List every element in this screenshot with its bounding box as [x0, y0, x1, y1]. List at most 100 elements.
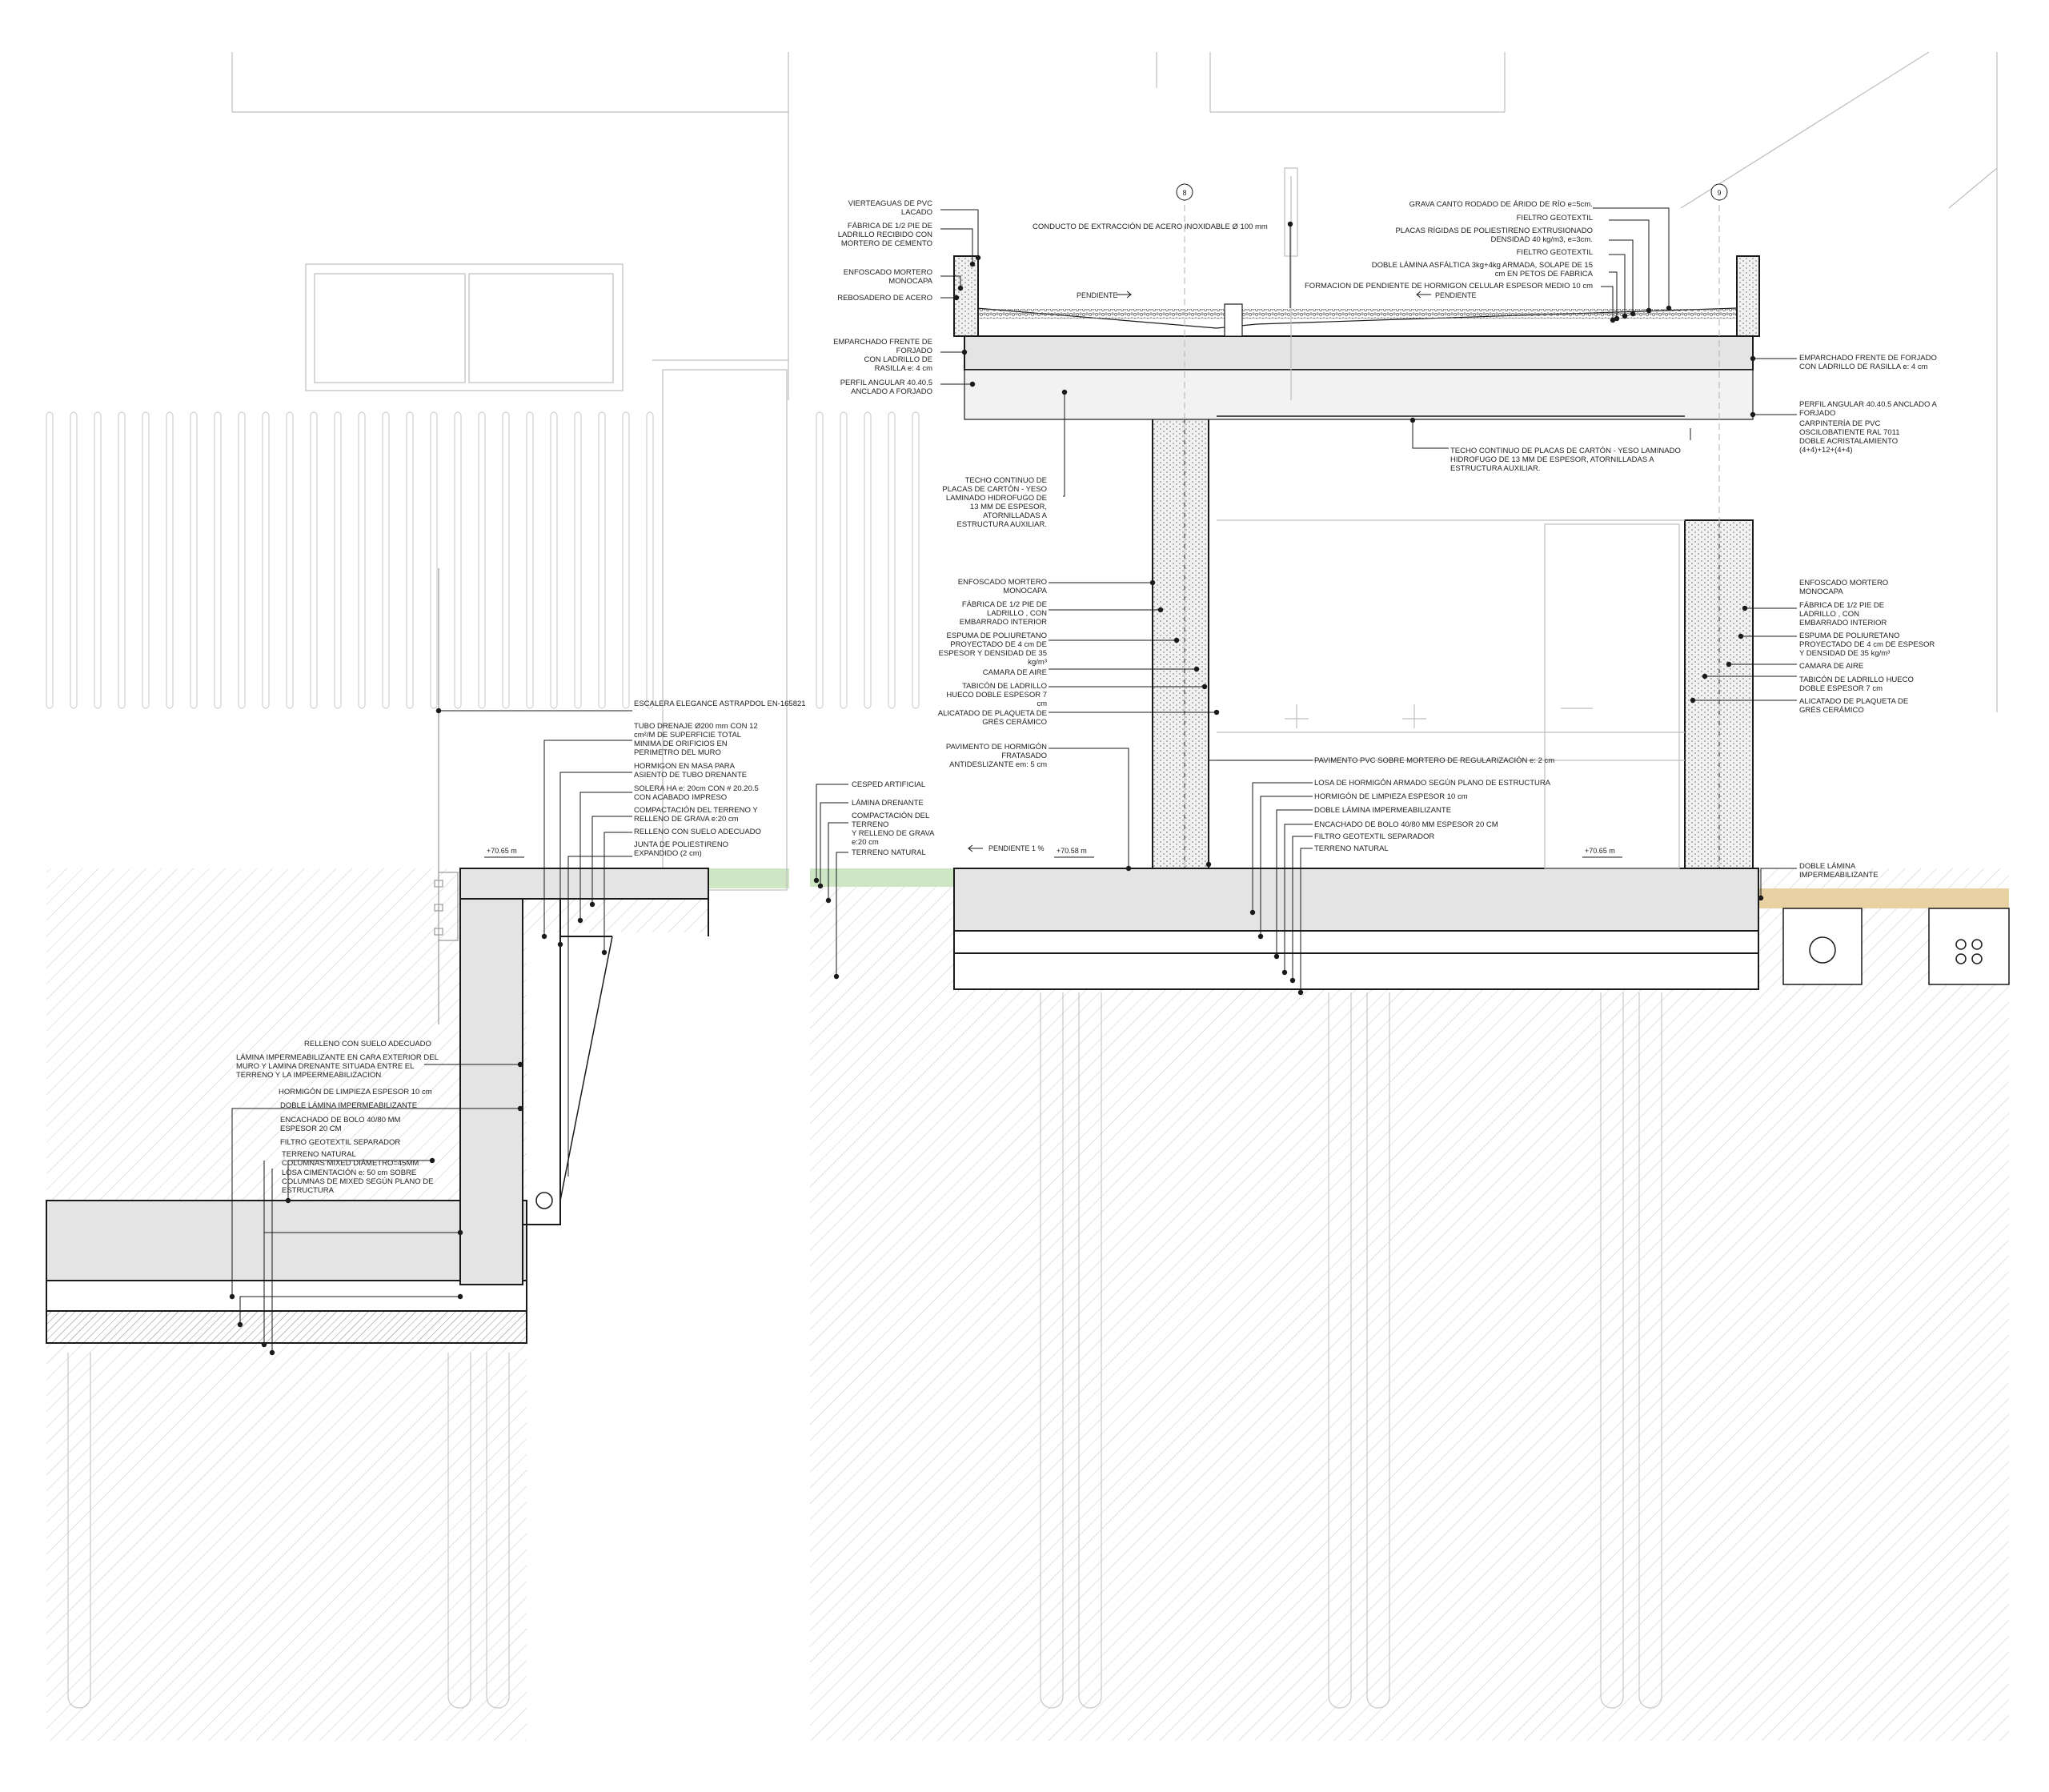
fence-slats: [46, 411, 920, 709]
svg-text:IMPERMEABILIZANTE: IMPERMEABILIZANTE: [1799, 871, 1879, 880]
svg-text:PERFIL ANGULAR 40.40.5 ANCLADO: PERFIL ANGULAR 40.40.5 ANCLADO A: [1799, 400, 1937, 409]
svg-text:GRÉS CERÁMICO: GRÉS CERÁMICO: [1799, 706, 1864, 715]
svg-text:MONOCAPA: MONOCAPA: [888, 277, 932, 286]
svg-text:DOBLE LÁMINA: DOBLE LÁMINA: [1799, 862, 1856, 871]
retaining-wall-section: [46, 868, 709, 1344]
svg-text:CON LADRILLO DE: CON LADRILLO DE: [864, 355, 932, 364]
svg-text:TABICÓN DE LADRILLO: TABICÓN DE LADRILLO: [962, 682, 1047, 691]
svg-text:LADRILLO , CON: LADRILLO , CON: [1799, 610, 1859, 619]
svg-text:ESCALERA ELEGANCE ASTRAPDOL EN: ESCALERA ELEGANCE ASTRAPDOL EN-165821: [634, 700, 806, 708]
svg-text:PERIMETRO DEL MURO: PERIMETRO DEL MURO: [634, 748, 721, 757]
svg-text:CONDUCTO DE EXTRACCIÓN DE ACER: CONDUCTO DE EXTRACCIÓN DE ACERO INOXIDAB…: [1033, 222, 1268, 231]
labels-ceiling-right: TECHO CONTINUO DE PLACAS DE CARTÓN - YES…: [1450, 447, 1681, 473]
svg-text:GRÉS CERÁMICO: GRÉS CERÁMICO: [982, 718, 1047, 727]
svg-text:LOSA CIMENTACIÓN e: 50 cm SOBR: LOSA CIMENTACIÓN e: 50 cm SOBRE: [282, 1169, 416, 1177]
svg-text:DOBLE LÁMINA IMPERMEABILIZANTE: DOBLE LÁMINA IMPERMEABILIZANTE: [280, 1101, 417, 1110]
labels-left-section: ESCALERA ELEGANCE ASTRAPDOL EN-165821 TU…: [236, 700, 806, 1195]
svg-text:EMBARRADO INTERIOR: EMBARRADO INTERIOR: [960, 618, 1047, 627]
svg-text:FORJADO: FORJADO: [896, 347, 932, 355]
svg-text:ANTIDESLIZANTE em: 5 cm: ANTIDESLIZANTE em: 5 cm: [949, 760, 1047, 769]
building-section: [953, 255, 1760, 990]
svg-text:ENFOSCADO MORTERO: ENFOSCADO MORTERO: [844, 268, 932, 277]
svg-text:TERRENO NATURAL: TERRENO NATURAL: [852, 848, 926, 857]
svg-text:PAVIMENTO DE HORMIGÓN: PAVIMENTO DE HORMIGÓN: [946, 743, 1047, 752]
foundation-piles: [67, 992, 1662, 1709]
svg-text:CAMARA DE AIRE: CAMARA DE AIRE: [983, 668, 1047, 677]
svg-text:TERRENO: TERRENO: [852, 820, 888, 829]
svg-text:DENSIDAD 40 kg/m3, e=3cm.: DENSIDAD 40 kg/m3, e=3cm.: [1490, 235, 1593, 244]
svg-text:ASIENTO DE TUBO DRENANTE: ASIENTO DE TUBO DRENANTE: [634, 771, 747, 780]
svg-text:TERRENO NATURAL: TERRENO NATURAL: [1314, 844, 1389, 853]
svg-text:ALICATADO DE PLAQUETA DE: ALICATADO DE PLAQUETA DE: [1799, 697, 1908, 706]
svg-text:LAMINADO HIDROFUGO DE: LAMINADO HIDROFUGO DE: [946, 494, 1047, 503]
labels-roof-top: CONDUCTO DE EXTRACCIÓN DE ACERO INOXIDAB…: [1033, 222, 1268, 231]
svg-text:CESPED ARTIFICIAL: CESPED ARTIFICIAL: [852, 780, 925, 789]
svg-text:PROYECTADO DE 4 cm DE: PROYECTADO DE 4 cm DE: [950, 640, 1047, 649]
svg-text:LADRILLO RECIBIDO CON: LADRILLO RECIBIDO CON: [838, 231, 932, 239]
svg-text:TABICÓN DE LADRILLO HUECO: TABICÓN DE LADRILLO HUECO: [1799, 676, 1914, 684]
slope-notes: PENDIENTE PENDIENTE PENDIENTE 1 %: [988, 291, 1477, 852]
leader-dots: [229, 221, 1764, 1356]
svg-text:ATORNILLADAS A: ATORNILLADAS A: [983, 511, 1048, 520]
labels-wall-right: ENFOSCADO MORTERO MONOCAPA FÁBRICA DE 1/…: [1799, 579, 1935, 715]
svg-text:FILTRO GEOTEXTIL SEPARADOR: FILTRO GEOTEXTIL SEPARADOR: [1314, 832, 1434, 841]
svg-text:ENFOSCADO MORTERO: ENFOSCADO MORTERO: [1799, 579, 1888, 587]
svg-text:FÁBRICA DE 1/2 PIE DE: FÁBRICA DE 1/2 PIE DE: [1799, 601, 1884, 610]
svg-text:CARPINTERÍA DE PVC: CARPINTERÍA DE PVC: [1799, 419, 1880, 428]
svg-text:HUECO DOBLE ESPESOR 7: HUECO DOBLE ESPESOR 7: [946, 691, 1047, 700]
roof-slope-left: PENDIENTE: [1077, 291, 1118, 299]
svg-text:PROYECTADO DE 4 cm DE ESPESOR: PROYECTADO DE 4 cm DE ESPESOR: [1799, 640, 1935, 649]
svg-text:RASILLA e: 4 cm: RASILLA e: 4 cm: [875, 364, 932, 373]
svg-text:CON LADRILLO DE RASILLA e: 4 c: CON LADRILLO DE RASILLA e: 4 cm: [1799, 363, 1928, 371]
svg-text:HORMIGÓN DE LIMPIEZA ESPESOR 1: HORMIGÓN DE LIMPIEZA ESPESOR 10 cm: [1314, 792, 1468, 801]
svg-text:ESPESOR Y DENSIDAD DE 35: ESPESOR Y DENSIDAD DE 35: [939, 649, 1047, 658]
labels-roof-right: EMPARCHADO FRENTE DE FORJADO CON LADRILL…: [1799, 354, 1937, 455]
svg-text:cm: cm: [1037, 700, 1047, 708]
floor-slope: PENDIENTE 1 %: [988, 844, 1045, 852]
svg-text:LÁMINA IMPERMEABILIZANTE EN CA: LÁMINA IMPERMEABILIZANTE EN CARA EXTERIO…: [236, 1053, 439, 1062]
svg-text:ALICATADO DE PLAQUETA DE: ALICATADO DE PLAQUETA DE: [938, 709, 1047, 718]
svg-text:LOSA DE HORMIGÓN ARMADO SEGÚN: LOSA DE HORMIGÓN ARMADO SEGÚN PLANO DE E…: [1314, 779, 1551, 788]
svg-text:FÁBRICA DE 1/2 PIE DE: FÁBRICA DE 1/2 PIE DE: [962, 600, 1047, 609]
svg-text:COMPACTACIÓN DEL TERRENO Y: COMPACTACIÓN DEL TERRENO Y: [634, 806, 758, 815]
svg-text:SOLERA HA e: 20cm CON # 20.20.: SOLERA HA e: 20cm CON # 20.20.5: [634, 784, 759, 793]
labels-roof-left: VIERTEAGUAS DE PVC LACADO FÁBRICA DE 1/2…: [833, 199, 933, 396]
svg-text:MINIMA DE ORIFICIOS EN: MINIMA DE ORIFICIOS EN: [634, 740, 728, 748]
svg-text:TECHO CONTINUO DE PLACAS DE CA: TECHO CONTINUO DE PLACAS DE CARTÓN - YES…: [1450, 447, 1681, 455]
labels-roof-top-right: GRAVA CANTO RODADO DE ÁRIDO DE RÍO e=5cm…: [1305, 200, 1594, 291]
svg-text:ESTRUCTURA AUXILIAR.: ESTRUCTURA AUXILIAR.: [1450, 464, 1540, 473]
level-marks: +70.65 m +70.58 m +70.65 m: [484, 847, 1622, 858]
stair-handrail: [434, 568, 459, 1024]
leader-lines: [231, 207, 1797, 1353]
svg-text:ENCACHADO DE BOLO 40/80 MM: ENCACHADO DE BOLO 40/80 MM: [280, 1116, 401, 1125]
svg-text:ANCLADO A FORJADO: ANCLADO A FORJADO: [851, 387, 932, 396]
svg-text:DOBLE ESPESOR 7 cm: DOBLE ESPESOR 7 cm: [1799, 684, 1883, 693]
labels-outside-right: DOBLE LÁMINA IMPERMEABILIZANTE: [1799, 862, 1879, 880]
level-interior: +70.58 m: [1057, 847, 1087, 855]
svg-text:9: 9: [1717, 189, 1721, 197]
svg-text:EXPANDIDO (2 cm): EXPANDIDO (2 cm): [634, 849, 702, 858]
svg-text:COLUMNAS MIXED DIÁMETRO=45MM: COLUMNAS MIXED DIÁMETRO=45MM: [282, 1159, 419, 1168]
svg-text:DOBLE ACRISTALAMIENTO: DOBLE ACRISTALAMIENTO: [1799, 437, 1898, 446]
svg-text:FRATASADO: FRATASADO: [1001, 752, 1047, 760]
svg-text:cm EN PETOS DE FABRICA: cm EN PETOS DE FABRICA: [1495, 270, 1594, 279]
svg-text:ENFOSCADO MORTERO: ENFOSCADO MORTERO: [958, 578, 1047, 587]
roof-slope-right: PENDIENTE: [1435, 291, 1477, 299]
svg-text:ESPUMA DE POLIURETANO: ESPUMA DE POLIURETANO: [1799, 631, 1899, 640]
svg-text:VIERTEAGUAS DE PVC: VIERTEAGUAS DE PVC: [848, 199, 933, 208]
svg-text:CON ACABADO IMPRESO: CON ACABADO IMPRESO: [634, 793, 727, 802]
svg-text:Y RELLENO DE GRAVA: Y RELLENO DE GRAVA: [852, 829, 935, 838]
svg-text:COLUMNAS DE MIXED SEGÚN PLANO: COLUMNAS DE MIXED SEGÚN PLANO DE: [282, 1177, 434, 1186]
svg-text:ESTRUCTURA: ESTRUCTURA: [282, 1186, 335, 1195]
svg-text:PERFIL ANGULAR 40.40.5: PERFIL ANGULAR 40.40.5: [840, 379, 932, 387]
svg-text:OSCILOBATIENTE RAL 7011: OSCILOBATIENTE RAL 7011: [1799, 428, 1899, 437]
svg-text:FORMACION DE PENDIENTE DE HORM: FORMACION DE PENDIENTE DE HORMIGON CELUL…: [1305, 282, 1593, 291]
grid-axis-9: 9: [1710, 183, 1728, 201]
svg-text:MONOCAPA: MONOCAPA: [1003, 587, 1047, 595]
svg-text:CAMARA DE AIRE: CAMARA DE AIRE: [1799, 662, 1863, 671]
svg-text:RELLENO DE GRAVA e:20 cm: RELLENO DE GRAVA e:20 cm: [634, 815, 739, 824]
svg-text:HORMIGÓN DE LIMPIEZA ESPESOR 1: HORMIGÓN DE LIMPIEZA ESPESOR 10 cm: [279, 1088, 432, 1096]
level-left: +70.65 m: [487, 847, 517, 855]
svg-text:MONOCAPA: MONOCAPA: [1799, 587, 1843, 596]
